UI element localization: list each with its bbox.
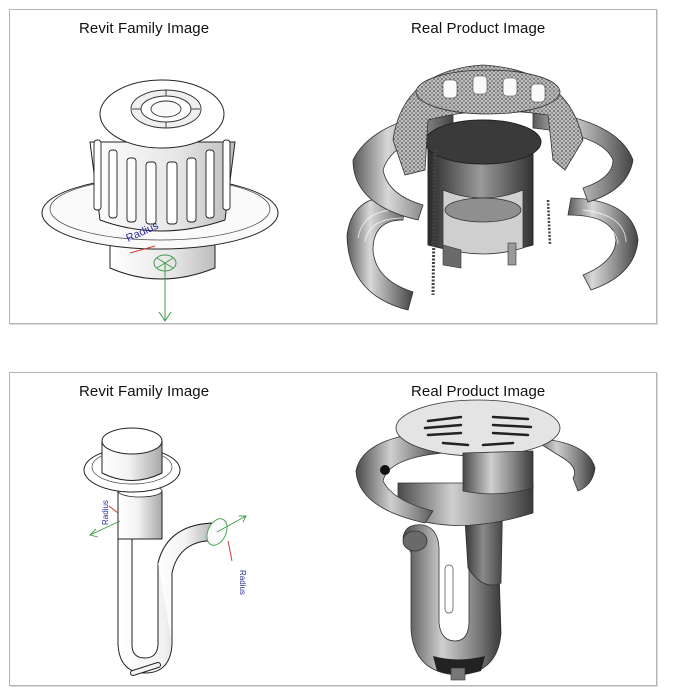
revit-family-cell: Revit Family Image Radius: [10, 373, 333, 685]
comparison-panel-p-trap-drain: Revit Family Image Radius: [9, 372, 657, 686]
revit-drain-p-trap-drawing: Radius Radius: [83, 427, 247, 676]
real-product-cell: Real Product Image: [333, 10, 656, 323]
revit-roof-drain-dome-drawing: Radius: [41, 79, 279, 322]
real-drain-p-trap-cutaway-photo: [355, 399, 596, 681]
radius-annotation-outlet: Radius: [238, 570, 247, 595]
real-roof-drain-cutaway-photo: [346, 64, 639, 311]
real-product-cell: Real Product Image: [333, 373, 656, 685]
caption-revit-family: Revit Family Image: [79, 383, 210, 400]
radius-annotation-inlet: Radius: [101, 500, 110, 525]
caption-revit-family: Revit Family Image: [79, 20, 210, 37]
revit-family-cell: Revit Family Image: [10, 10, 333, 323]
comparison-panel-roof-drain: Revit Family Image: [9, 9, 657, 324]
caption-real-product: Real Product Image: [411, 383, 546, 400]
caption-real-product: Real Product Image: [411, 20, 546, 37]
